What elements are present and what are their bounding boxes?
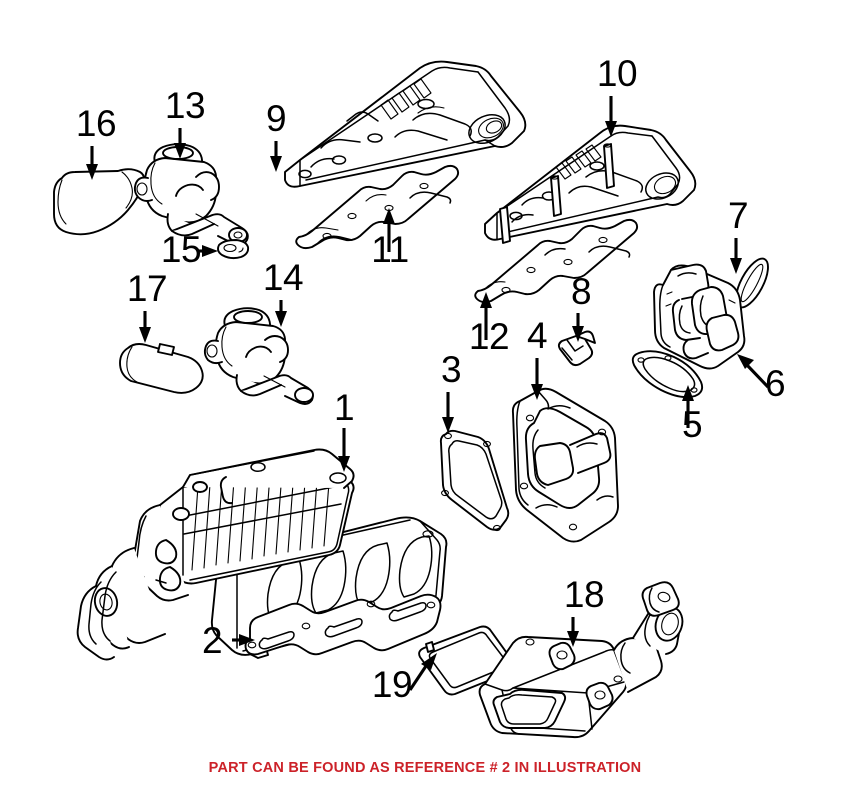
callout-number-13: 13	[165, 85, 205, 126]
callout-number-3: 3	[441, 349, 461, 390]
part-sealing-cap-plug	[217, 239, 250, 260]
part-mounting-bracket-clip	[557, 330, 596, 367]
part-vacuum-pump-upper	[133, 143, 249, 246]
callout-number-14: 14	[263, 257, 303, 298]
part-intercooler-charge-air-cooler	[478, 581, 684, 739]
callout-number-19: 19	[372, 664, 412, 705]
callout-number-6: 6	[765, 363, 785, 404]
callout-number-7: 7	[728, 195, 748, 236]
callout-number-12: 12	[469, 316, 509, 357]
part-right-head-cover-gasket	[474, 218, 639, 304]
part-left-cylinder-head-cover	[284, 60, 527, 188]
part-throttle-body-housing	[511, 387, 619, 543]
reference-caption: PART CAN BE FOUND AS REFERENCE # 2 IN IL…	[208, 760, 642, 776]
part-intake-manifold-gasket	[244, 593, 442, 656]
callout-number-4: 4	[527, 315, 547, 356]
part-air-duct-hose-upper	[53, 168, 146, 236]
callout-number-8: 8	[571, 271, 591, 312]
callout-number-15: 15	[161, 229, 201, 270]
callout-numbers: 1 2 3 4 5 6 7 8 9 10 11 12 13 14 15 16 1…	[76, 53, 786, 705]
part-air-duct-hose-lower	[119, 343, 204, 394]
callout-leaders	[86, 96, 770, 691]
part-air-control-valve-housing	[653, 263, 746, 370]
callout-number-9: 9	[266, 98, 286, 139]
part-throttle-body-gasket	[439, 429, 510, 532]
callout-number-5: 5	[682, 404, 702, 445]
callout-number-10: 10	[597, 53, 637, 94]
callout-number-18: 18	[564, 574, 604, 615]
callout-number-11: 11	[371, 229, 408, 270]
callout-number-2: 2	[202, 620, 222, 661]
part-oval-flange-gasket	[631, 350, 704, 399]
callout-number-17: 17	[127, 268, 167, 309]
part-vacuum-pump-lower	[203, 307, 314, 405]
part-right-cylinder-head-cover	[484, 124, 697, 244]
callout-number-1: 1	[334, 387, 354, 428]
callout-number-16: 16	[76, 103, 116, 144]
